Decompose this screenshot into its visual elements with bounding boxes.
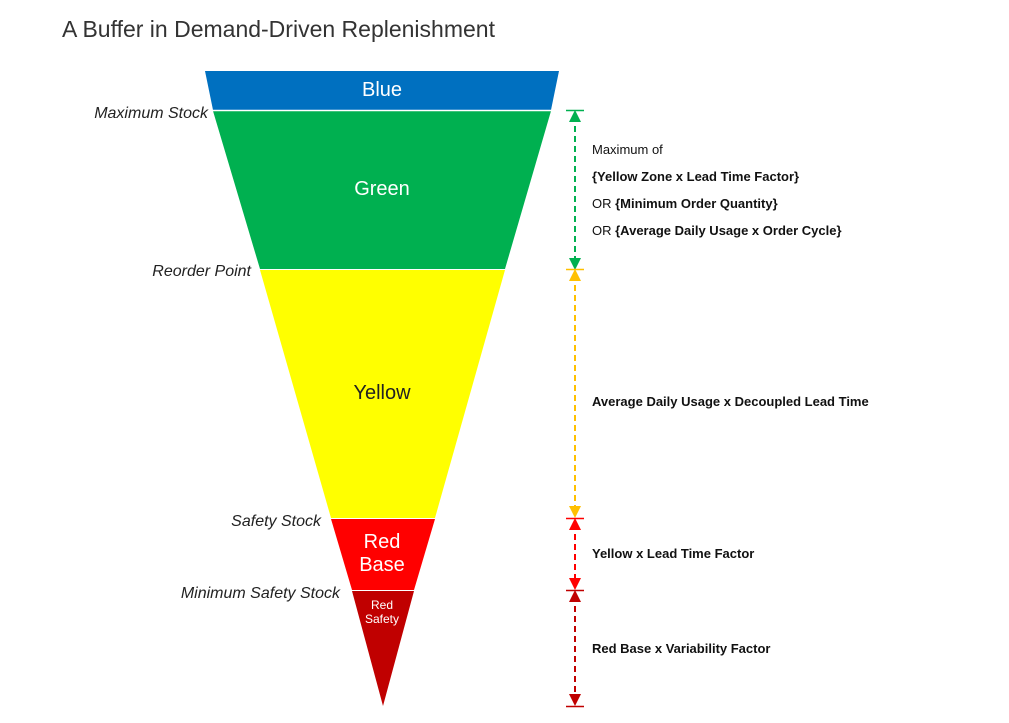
zone-red-safety [352,591,414,706]
zone-red-base-label-line2: Base [359,554,405,576]
red-base-dimension-arrow [566,517,584,590]
level-reorder-point: Reorder Point [152,263,251,280]
page-title: A Buffer in Demand-Driven Replenishment [62,16,495,42]
formula-green-line3: OR {Average Daily Usage x Order Cycle} [592,223,842,238]
zone-blue [205,71,559,110]
formula-red-base: Yellow x Lead Time Factor [592,546,754,561]
zone-red-safety-label-line1: Red [371,598,393,612]
formula-green-line3-text: {Average Daily Usage x Order Cycle} [615,223,841,238]
formula-green-or-2: OR [592,223,615,238]
zone-red-base [331,519,435,590]
formula-red-safety: Red Base x Variability Factor [592,641,770,656]
yellow-dimension-arrow [566,268,584,518]
formula-green-line2: OR {Minimum Order Quantity} [592,196,778,211]
zone-yellow-label: Yellow [353,382,411,404]
zone-red-safety-label-line2: Safety [365,612,399,626]
formula-green-intro: Maximum of [592,142,663,157]
green-dimension-arrow [566,109,584,270]
level-safety-stock: Safety Stock [231,513,322,530]
formula-green-or-1: OR [592,196,615,211]
formula-green-line1: {Yellow Zone x Lead Time Factor} [592,169,799,184]
zone-blue-label: Blue [362,79,402,101]
level-minimum-safety-stock: Minimum Safety Stock [181,585,341,602]
zone-green [213,111,551,269]
zone-green-label: Green [354,178,410,200]
zone-yellow [260,270,505,518]
formula-yellow: Average Daily Usage x Decoupled Lead Tim… [592,394,869,409]
level-maximum-stock: Maximum Stock [94,105,209,122]
formula-green-line2-text: {Minimum Order Quantity} [615,196,778,211]
zone-red-base-label-line1: Red [364,531,401,553]
red-safety-dimension-arrow [566,589,584,708]
